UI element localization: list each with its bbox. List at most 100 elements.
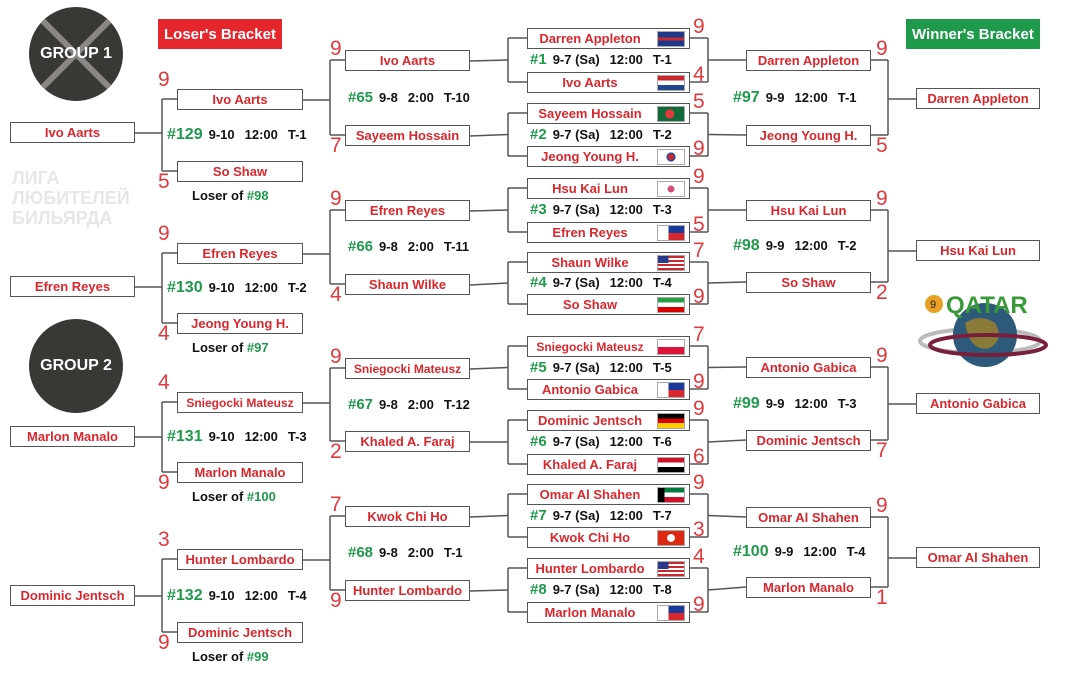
match-time: 12:00 bbox=[794, 238, 828, 253]
loser-of-match[interactable]: #97 bbox=[246, 340, 269, 355]
player-slot[interactable]: Jeong Young H. bbox=[746, 125, 871, 146]
match-time: 12:00 bbox=[609, 52, 643, 67]
player-slot[interactable]: Antonio Gabica bbox=[527, 379, 653, 400]
flag-ph-icon bbox=[656, 604, 685, 621]
group-final-slot[interactable]: Marlon Manalo bbox=[10, 426, 135, 447]
match-time: 12:00 bbox=[609, 202, 643, 217]
match-number: #130 bbox=[167, 279, 203, 296]
player-slot[interactable]: Hunter Lombardo bbox=[345, 580, 470, 601]
player-slot[interactable]: Ivo Aarts bbox=[177, 89, 303, 110]
flag-cell bbox=[652, 527, 690, 548]
player-slot[interactable]: Efren Reyes bbox=[177, 243, 303, 264]
player-slot[interactable]: Darren Appleton bbox=[527, 28, 653, 49]
player-slot[interactable]: Hsu Kai Lun bbox=[746, 200, 871, 221]
match-table: T-10 bbox=[443, 89, 470, 105]
match-table: T-4 bbox=[846, 544, 866, 559]
winner-final-slot[interactable]: Antonio Gabica bbox=[916, 393, 1040, 414]
player-slot[interactable]: Dominic Jentsch bbox=[746, 430, 871, 451]
player-slot[interactable]: So Shaw bbox=[527, 294, 653, 315]
player-slot[interactable]: Kwok Chi Ho bbox=[527, 527, 653, 548]
match-time: 2:00 bbox=[407, 239, 434, 254]
score: 9 bbox=[330, 37, 342, 60]
player-slot[interactable]: So Shaw bbox=[746, 272, 871, 293]
player-slot[interactable]: Hunter Lombardo bbox=[527, 558, 653, 579]
match-table: T-6 bbox=[652, 434, 672, 449]
score: 7 bbox=[693, 323, 705, 346]
player-slot[interactable]: Hsu Kai Lun bbox=[527, 178, 653, 199]
group-final-slot[interactable]: Dominic Jentsch bbox=[10, 585, 135, 606]
winner-final-slot[interactable]: Darren Appleton bbox=[916, 88, 1040, 109]
player-slot[interactable]: Efren Reyes bbox=[345, 200, 470, 221]
player-slot[interactable]: Sniegocki Mateusz bbox=[177, 392, 303, 413]
player-slot[interactable]: Efren Reyes bbox=[527, 222, 653, 243]
player-slot[interactable]: Omar Al Shahen bbox=[746, 507, 871, 528]
flag-cell bbox=[652, 146, 690, 167]
loser-of-match[interactable]: #98 bbox=[246, 188, 269, 203]
loser-of-match[interactable]: #99 bbox=[246, 649, 269, 664]
player-slot[interactable]: Khaled A. Faraj bbox=[345, 431, 470, 452]
connector-line bbox=[469, 209, 509, 212]
player-slot[interactable]: Jeong Young H. bbox=[177, 313, 303, 334]
score: 9 bbox=[693, 471, 705, 494]
score: 4 bbox=[330, 283, 342, 306]
flag-ph-icon bbox=[656, 224, 685, 241]
player-slot[interactable]: Sayeem Hossain bbox=[345, 125, 470, 146]
player-slot[interactable]: Sniegocki Mateusz bbox=[345, 358, 470, 379]
flag-hk-icon bbox=[656, 529, 685, 546]
player-slot[interactable]: Omar Al Shahen bbox=[527, 484, 653, 505]
match-date: 9-8 bbox=[379, 545, 398, 560]
winner-final-slot[interactable]: Omar Al Shahen bbox=[916, 547, 1040, 568]
winner-final-slot[interactable]: Hsu Kai Lun bbox=[916, 240, 1040, 261]
player-slot[interactable]: Marlon Manalo bbox=[527, 602, 653, 623]
match-table: T-3 bbox=[287, 429, 307, 444]
score: 4 bbox=[693, 545, 705, 568]
connector-line bbox=[469, 366, 509, 370]
group-final-slot[interactable]: Ivo Aarts bbox=[10, 122, 135, 143]
match-date: 9-10 bbox=[208, 587, 235, 603]
player-slot[interactable]: Shaun Wilke bbox=[345, 274, 470, 295]
match-number: #4 bbox=[530, 274, 547, 291]
player-slot[interactable]: So Shaw bbox=[177, 161, 303, 182]
match-number: #5 bbox=[530, 358, 547, 376]
loser-of-match[interactable]: #100 bbox=[246, 489, 276, 504]
connector-line bbox=[469, 282, 509, 286]
player-slot[interactable]: Hunter Lombardo bbox=[177, 549, 303, 570]
group-final-slot[interactable]: Efren Reyes bbox=[10, 276, 135, 297]
player-slot[interactable]: Ivo Aarts bbox=[527, 72, 653, 93]
player-slot[interactable]: Sniegocki Mateusz bbox=[527, 336, 653, 357]
player-slot[interactable]: Shaun Wilke bbox=[527, 252, 653, 273]
score: 9 bbox=[158, 68, 170, 91]
player-slot[interactable]: Marlon Manalo bbox=[177, 462, 303, 483]
flag-cell bbox=[652, 454, 690, 475]
flag-pl-icon bbox=[656, 338, 685, 355]
score: 9 bbox=[693, 370, 705, 393]
player-slot[interactable]: Ivo Aarts bbox=[345, 50, 470, 71]
match-table: T-12 bbox=[443, 396, 470, 412]
score: 9 bbox=[330, 187, 342, 210]
connector-line bbox=[469, 589, 509, 592]
globe-logo-icon: 9 QATAR bbox=[918, 292, 1048, 367]
match-number: #100 bbox=[733, 543, 769, 560]
flag-cell bbox=[652, 484, 690, 505]
player-slot[interactable]: Dominic Jentsch bbox=[177, 622, 303, 643]
match-table: T-3 bbox=[837, 395, 857, 411]
match-number: #7 bbox=[530, 506, 547, 524]
match-time: 12:00 bbox=[244, 587, 278, 603]
player-slot[interactable]: Jeong Young H. bbox=[527, 146, 653, 167]
match-number: #3 bbox=[530, 201, 547, 218]
player-slot[interactable]: Antonio Gabica bbox=[746, 357, 871, 378]
player-slot[interactable]: Kwok Chi Ho bbox=[345, 506, 470, 527]
match-date: 9-9 bbox=[765, 89, 785, 105]
player-slot[interactable]: Sayeem Hossain bbox=[527, 103, 653, 124]
player-slot[interactable]: Khaled A. Faraj bbox=[527, 454, 653, 475]
player-slot[interactable]: Marlon Manalo bbox=[746, 577, 871, 598]
player-slot[interactable]: Dominic Jentsch bbox=[527, 410, 653, 431]
match-date: 9-8 bbox=[379, 239, 398, 254]
group-1-label: GROUP 1 bbox=[40, 45, 112, 62]
player-slot[interactable]: Darren Appleton bbox=[746, 50, 871, 71]
